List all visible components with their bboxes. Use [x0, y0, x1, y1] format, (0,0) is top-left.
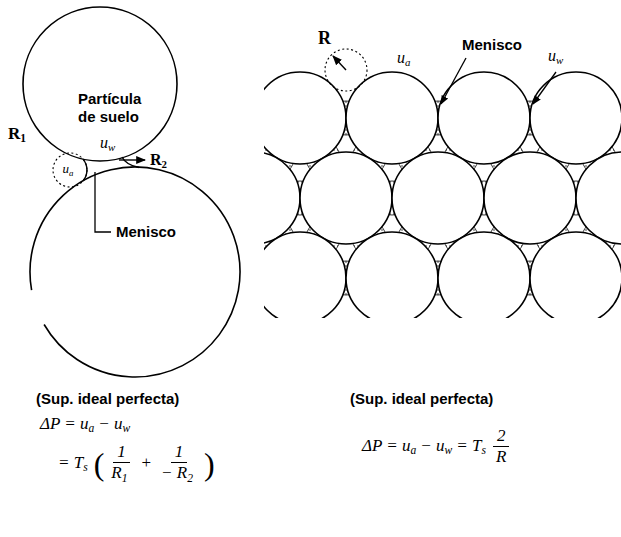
particle-packing	[264, 72, 621, 318]
fraction-denominator: − R2	[159, 463, 199, 485]
pressure-symbol: u	[100, 134, 108, 151]
radius-label-group: R2	[150, 150, 171, 171]
subscript: a	[405, 56, 410, 68]
condition-note: (Sup. ideal perfecta)	[36, 390, 179, 407]
radius-arrow	[119, 159, 145, 160]
formula-term: 1	[175, 442, 184, 461]
subscript: 1	[122, 472, 128, 485]
subscript: 1	[20, 132, 26, 145]
formula-term: − R	[161, 463, 187, 482]
formula-term-group: ΔP = ua− uw= Ts2R	[362, 426, 512, 468]
subscript: w	[556, 54, 563, 66]
subscript: w	[108, 141, 115, 153]
soil-particle-outline	[30, 167, 240, 377]
subscript: a	[89, 422, 95, 435]
radius-circle	[325, 49, 367, 91]
subscript: a	[69, 168, 73, 178]
formula-term: ΔP = u	[362, 436, 411, 455]
leader-arrow	[441, 58, 466, 104]
radius-label: R	[8, 124, 20, 143]
fraction-bar: 2	[493, 426, 510, 447]
formula-term: − u	[420, 436, 444, 455]
leader-arrow	[533, 72, 556, 104]
meniscus-label-group: Menisco	[116, 223, 176, 241]
formula-term: = T	[58, 453, 83, 472]
subscript: 2	[187, 472, 193, 485]
condition-note-group: (Sup. ideal perfecta)	[350, 390, 493, 408]
soil-particle-outline	[264, 72, 621, 318]
subscript: s	[481, 444, 486, 457]
radius-arrow	[333, 56, 346, 70]
fraction-bar: 1	[171, 442, 188, 463]
formula-term: 2	[497, 426, 506, 445]
fraction-bar: 1	[113, 442, 130, 463]
meniscus-curve	[122, 157, 139, 168]
fraction: 1R1	[109, 442, 133, 486]
formula-term: +	[142, 453, 152, 472]
formula-term: (	[94, 446, 105, 482]
subscript: w	[123, 422, 131, 435]
fraction: 2R	[493, 426, 510, 468]
formula-term: 1	[117, 442, 126, 461]
radius-label: R	[150, 151, 162, 168]
leader-line	[95, 172, 111, 232]
pressure-symbol-group: uw	[100, 133, 119, 154]
meniscus-curve	[83, 159, 87, 181]
pressure-symbol: u	[397, 49, 405, 66]
subscript: 2	[162, 158, 167, 170]
pressure-symbol: u	[63, 161, 70, 176]
pressure-symbol-group: ua	[63, 161, 78, 178]
formula-term: − u	[98, 414, 122, 433]
formula-term: R	[496, 447, 506, 466]
fraction-denominator: R	[494, 447, 508, 467]
formula-term: = T	[456, 436, 481, 455]
radius-label: R	[318, 28, 331, 48]
fraction-denominator: R1	[109, 463, 133, 485]
subscript: a	[411, 444, 417, 457]
formula-term-group: = Ts(1R1+1− R2)	[58, 442, 217, 486]
particle-label: Partícula de suelo	[78, 90, 158, 126]
particle-outline	[23, 7, 177, 161]
pressure-symbol-group: uw	[548, 46, 567, 67]
formula-term-group: ΔP = ua− uw	[40, 414, 134, 436]
formula-term: ΔP = u	[40, 414, 89, 433]
meniscus-label-group: Menisco	[462, 36, 522, 54]
condition-note: (Sup. ideal perfecta)	[350, 390, 493, 407]
radius-label-group: R	[318, 28, 331, 50]
formula-term: )	[204, 446, 215, 482]
subscript: w	[445, 444, 453, 457]
subscript: s	[83, 461, 88, 474]
condition-note-group: (Sup. ideal perfecta)	[36, 390, 179, 408]
radius-label-group: R1	[8, 124, 30, 146]
pressure-symbol: u	[548, 47, 556, 64]
meniscus-label: Menisco	[462, 36, 522, 53]
fraction: 1 − R2	[159, 442, 199, 486]
meniscus-label: Menisco	[116, 223, 176, 240]
pressure-symbol-group: ua	[397, 48, 414, 69]
formula-term: R	[111, 463, 121, 482]
